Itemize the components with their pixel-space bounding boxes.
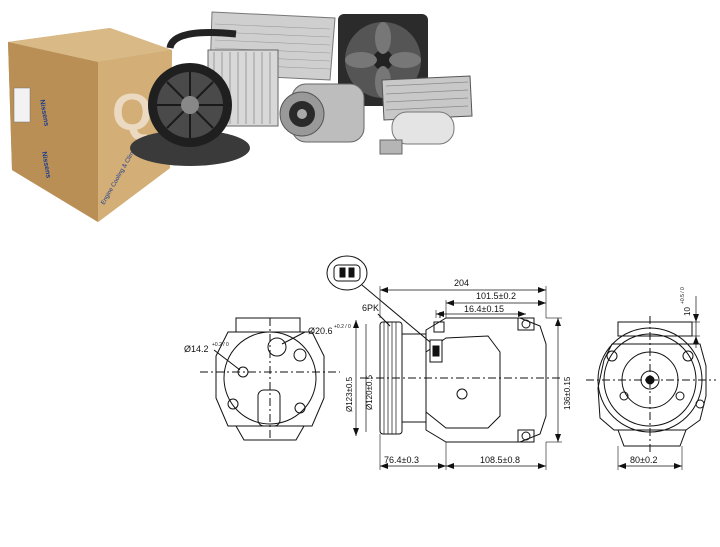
- dim-end-top: 10: [683, 307, 692, 316]
- dim-end-width-line: 80±0.2: [617, 446, 683, 470]
- dim-height: 136±0.15: [563, 376, 572, 410]
- dim-mount-to-face: 101.5±0.2: [476, 291, 516, 301]
- dim-pulley-diameter-line: Ø123±0.5 Ø120±0.5: [345, 320, 374, 436]
- cooling-fan-part: [338, 14, 428, 106]
- dim-mount-hole-small-tol: +0.2 / 0: [212, 342, 229, 348]
- heater-radiator-part: [381, 75, 473, 121]
- dim-mount-to-face-line: 101.5±0.2: [445, 291, 546, 318]
- technical-drawing: Ø14.2 +0.2 / 0 Ø20.6 +0.2 / 0: [184, 255, 716, 470]
- belt-profile-label: 6PK: [362, 303, 379, 313]
- dim-mount-hole-large: Ø20.6: [308, 326, 333, 336]
- dim-mount-hole-large-tol: +0.2 / 0: [334, 324, 351, 330]
- dim-bottom-left: 76.4±0.3: [384, 455, 419, 465]
- dim-end-top-line: 10 +0.5 / 0: [680, 287, 700, 348]
- mounting-face-view: Ø14.2 +0.2 / 0 Ø20.6 +0.2 / 0: [184, 317, 351, 441]
- dim-bottom-right: 108.5±0.8: [480, 455, 520, 465]
- connector-detail: [326, 255, 431, 343]
- dim-end-width: 80±0.2: [630, 455, 657, 465]
- compressor-photo: [279, 83, 365, 143]
- dim-mount-hole-small: Ø14.2: [184, 344, 209, 354]
- ac-hose-part: [166, 29, 237, 50]
- nissens-box: Nissens Nissens Q Engine Cooling & Clima…: [8, 28, 172, 222]
- dim-bottom-lines: 76.4±0.3 108.5±0.8: [379, 434, 547, 470]
- box-logo-letter: Q: [112, 84, 152, 142]
- dim-body-diameter: Ø120±0.5: [365, 374, 374, 410]
- product-photo: Nissens Nissens Q Engine Cooling & Clima…: [8, 11, 473, 222]
- box-brand-label: Nissens: [38, 99, 50, 127]
- dim-height-line: 136±0.15: [546, 317, 572, 443]
- box-brand-label-lower: Nissens: [40, 151, 52, 179]
- dim-mount-offset: 16.4±0.15: [464, 304, 504, 314]
- pulley-end-view: [586, 316, 716, 452]
- compressor-side-view: [360, 312, 560, 443]
- dim-mount-offset-line: 16.4±0.15: [435, 304, 526, 318]
- dim-overall-length: 204: [454, 278, 469, 288]
- dim-overall-length-line: 204: [379, 278, 547, 318]
- dim-pulley-diameter: Ø123±0.5: [345, 376, 354, 412]
- dim-end-top-tol: +0.5 / 0: [680, 287, 686, 304]
- blower-motor-part: [130, 63, 250, 166]
- receiver-dryer-part: [379, 111, 455, 155]
